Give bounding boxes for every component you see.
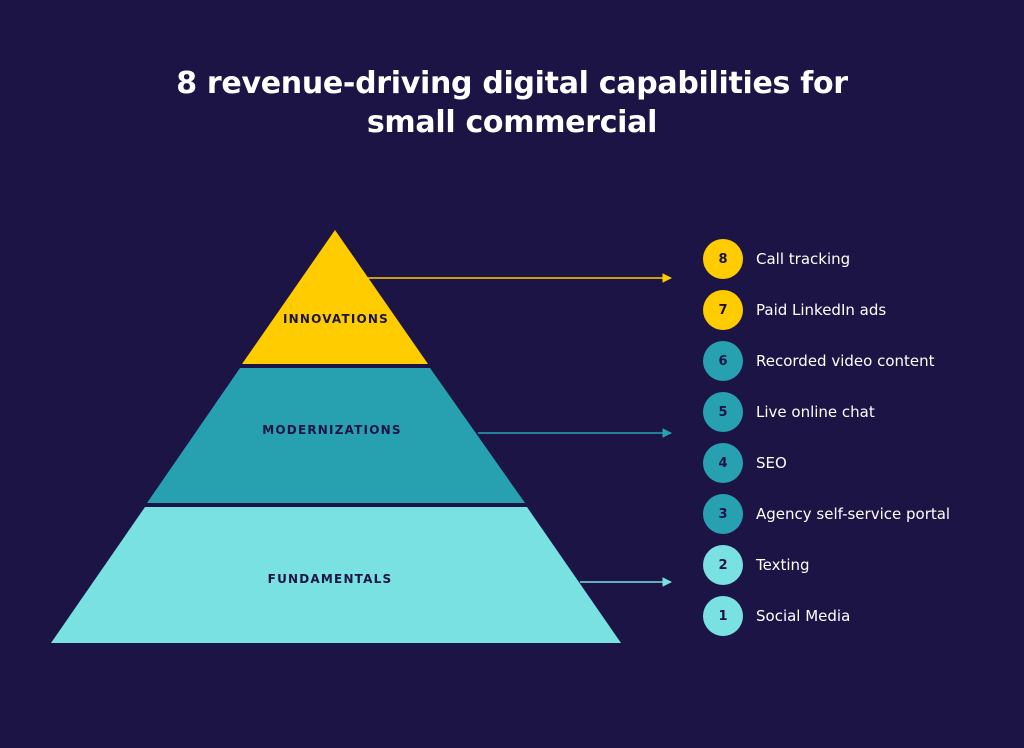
tier-innovations-shape <box>242 230 428 364</box>
capability-item: 2 Texting <box>703 545 1003 585</box>
tier-modernizations-label: MODERNIZATIONS <box>262 423 401 437</box>
capability-item: 3 Agency self-service portal <box>703 494 1003 534</box>
capability-item: 8 Call tracking <box>703 239 1003 279</box>
capability-number-badge: 3 <box>703 494 743 534</box>
page-title: 8 revenue-driving digital capabilities f… <box>0 64 1024 142</box>
capability-number-badge: 8 <box>703 239 743 279</box>
tier-innovations-label: INNOVATIONS <box>283 312 389 326</box>
capability-item: 1 Social Media <box>703 596 1003 636</box>
capability-number-badge: 4 <box>703 443 743 483</box>
capability-label: Recorded video content <box>756 352 935 370</box>
title-line-1: 8 revenue-driving digital capabilities f… <box>176 66 848 101</box>
capability-label: Paid LinkedIn ads <box>756 301 887 319</box>
capability-item: 4 SEO <box>703 443 1003 483</box>
title-line-2: small commercial <box>366 105 658 140</box>
capability-label: Texting <box>756 556 810 574</box>
capability-label: Call tracking <box>756 250 851 268</box>
capability-label: SEO <box>756 454 787 472</box>
capability-number-badge: 1 <box>703 596 743 636</box>
tier-fundamentals-shape <box>51 507 621 643</box>
capability-item: 5 Live online chat <box>703 392 1003 432</box>
capability-number-badge: 6 <box>703 341 743 381</box>
tier-fundamentals-label: FUNDAMENTALS <box>268 572 393 586</box>
capability-list: 8 Call tracking 7 Paid LinkedIn ads 6 Re… <box>703 239 1003 647</box>
capability-label: Live online chat <box>756 403 875 421</box>
tier-modernizations-shape <box>147 368 525 503</box>
capability-label: Social Media <box>756 607 851 625</box>
capability-number-badge: 5 <box>703 392 743 432</box>
capability-item: 6 Recorded video content <box>703 341 1003 381</box>
capability-number-badge: 2 <box>703 545 743 585</box>
capability-label: Agency self-service portal <box>756 505 951 523</box>
capability-number-badge: 7 <box>703 290 743 330</box>
capability-item: 7 Paid LinkedIn ads <box>703 290 1003 330</box>
